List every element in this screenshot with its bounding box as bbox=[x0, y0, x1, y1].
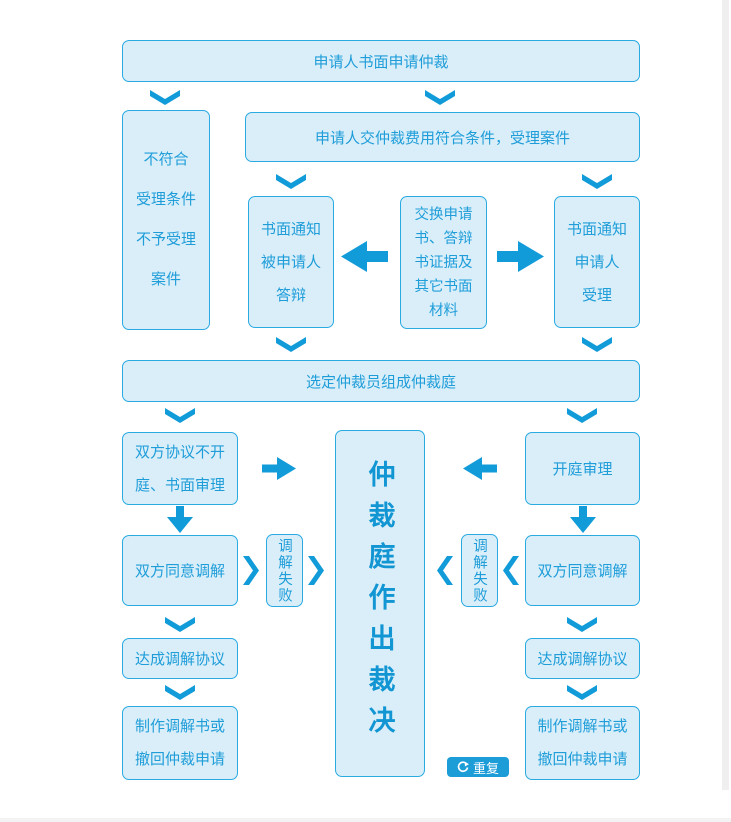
node-agree-mediation-right-label: 双方同意调解 bbox=[537, 563, 628, 580]
node-mediation-agreement-right-label: 达成调解协议 bbox=[537, 651, 628, 668]
node-open-hearing: 开庭审理 bbox=[525, 432, 640, 505]
node-form-tribunal: 选定仲裁员组成仲裁庭 bbox=[122, 360, 640, 402]
node-mediation-failed-right: 调解失败 bbox=[461, 534, 498, 607]
node-award: 仲裁庭作出裁决 bbox=[335, 430, 425, 777]
repeat-button[interactable]: 重复 bbox=[447, 757, 509, 777]
chevron-down-icon bbox=[165, 685, 195, 700]
node-apply: 申请人书面申请仲裁 bbox=[122, 40, 640, 82]
refresh-icon bbox=[457, 761, 469, 773]
chevron-left-icon bbox=[437, 556, 453, 585]
chevron-down-icon bbox=[276, 174, 306, 189]
chevron-down-icon bbox=[150, 90, 180, 105]
node-make-mediation-doc-left-label: 制作调解书或 撤回仲裁申请 bbox=[134, 718, 225, 768]
node-no-hearing-label: 双方协议不开 庭、书面审理 bbox=[134, 443, 225, 494]
node-no-hearing-written-review: 双方协议不开 庭、书面审理 bbox=[122, 432, 238, 505]
node-agree-mediation-left-label: 双方同意调解 bbox=[134, 563, 225, 580]
node-notify-applicant-label: 书面通知 申请人 受理 bbox=[566, 220, 627, 304]
node-exchange-documents: 交换申请 书、答辩 书证据及 其它书面 材料 bbox=[400, 196, 487, 329]
node-mediation-agreement-right: 达成调解协议 bbox=[525, 638, 640, 679]
chevron-down-icon bbox=[165, 617, 195, 632]
node-mediation-agreement-left-label: 达成调解协议 bbox=[134, 651, 225, 668]
chevron-left-icon bbox=[503, 556, 519, 585]
node-reject-label: 不符合 受理条件 不予受理 案件 bbox=[135, 151, 196, 288]
chevron-down-icon bbox=[582, 337, 612, 352]
node-exchange-documents-label: 交换申请 书、答辩 书证据及 其它书面 材料 bbox=[414, 206, 473, 319]
node-apply-label: 申请人书面申请仲裁 bbox=[313, 53, 449, 71]
chevron-down-icon bbox=[425, 90, 455, 105]
arrow-right-icon bbox=[497, 241, 544, 272]
node-agree-mediation-left: 双方同意调解 bbox=[122, 535, 238, 606]
node-agree-mediation-right: 双方同意调解 bbox=[525, 535, 640, 606]
node-award-label: 仲裁庭作出裁决 bbox=[364, 460, 395, 747]
arrow-left-icon bbox=[463, 457, 497, 480]
page-edge-strip-right bbox=[722, 0, 729, 790]
arrow-right-icon bbox=[262, 457, 296, 480]
repeat-button-label: 重复 bbox=[472, 760, 499, 776]
chevron-right-icon bbox=[308, 556, 324, 585]
node-notify-respondent: 书面通知 被申请人 答辩 bbox=[248, 196, 334, 328]
chevron-down-icon bbox=[165, 408, 195, 423]
arrow-down-icon bbox=[167, 506, 193, 533]
node-notify-respondent-label: 书面通知 被申请人 答辩 bbox=[260, 220, 321, 304]
chevron-down-icon bbox=[582, 174, 612, 189]
node-mediation-agreement-left: 达成调解协议 bbox=[122, 638, 238, 679]
node-accept: 申请人交仲裁费用符合条件，受理案件 bbox=[245, 112, 640, 162]
node-open-hearing-label: 开庭审理 bbox=[552, 461, 613, 478]
node-accept-label: 申请人交仲裁费用符合条件，受理案件 bbox=[314, 129, 570, 147]
chevron-right-icon bbox=[243, 556, 259, 585]
node-make-mediation-doc-right-label: 制作调解书或 撤回仲裁申请 bbox=[537, 718, 628, 768]
arrow-left-icon bbox=[341, 241, 388, 272]
node-mediation-failed-left: 调解失败 bbox=[266, 534, 303, 607]
chevron-down-icon bbox=[567, 685, 597, 700]
chevron-down-icon bbox=[567, 408, 597, 423]
page-edge-strip-bottom bbox=[0, 818, 731, 822]
node-make-mediation-doc-right: 制作调解书或 撤回仲裁申请 bbox=[525, 706, 640, 780]
chevron-down-icon bbox=[567, 617, 597, 632]
node-form-tribunal-label: 选定仲裁员组成仲裁庭 bbox=[305, 373, 456, 391]
chevron-down-icon bbox=[276, 337, 306, 352]
arrow-down-icon bbox=[570, 506, 596, 533]
node-mediation-failed-left-label: 调解失败 bbox=[276, 537, 292, 604]
node-reject: 不符合 受理条件 不予受理 案件 bbox=[122, 110, 210, 330]
node-notify-applicant: 书面通知 申请人 受理 bbox=[554, 196, 640, 328]
node-make-mediation-doc-left: 制作调解书或 撤回仲裁申请 bbox=[122, 706, 238, 780]
node-mediation-failed-right-label: 调解失败 bbox=[471, 537, 487, 604]
